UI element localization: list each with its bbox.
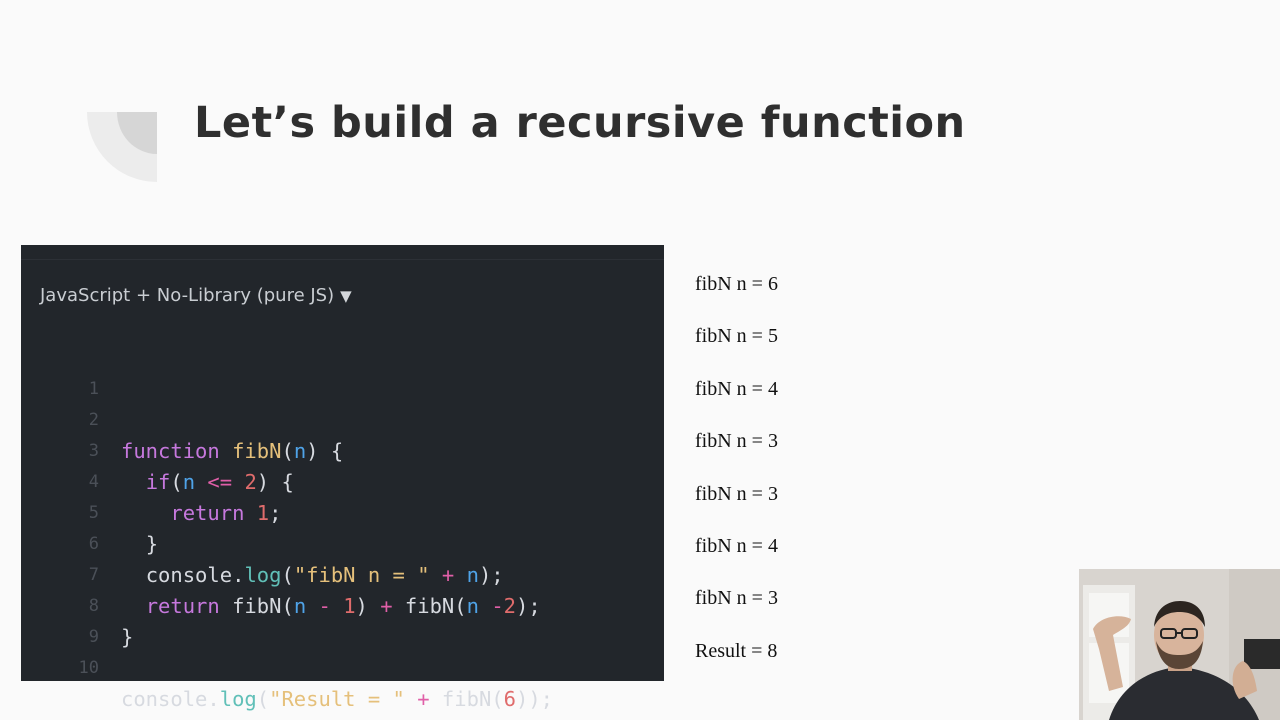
code-text: function fibN(n) { [121,439,344,463]
line-number: 5 [88,503,99,523]
code-text: } [121,625,134,649]
line-number: 7 [88,565,99,585]
code-block: 1 2 function fibN(n) { 3 if(n <= 2) { 4 … [21,343,554,711]
caret-down-icon: ▼ [340,287,352,305]
language-selector[interactable]: JavaScript + No-Library (pure JS) ▼ [40,285,352,306]
line-number: 1 [88,379,99,399]
code-text: console.log("Result = " + fibN(6)); [121,687,554,711]
code-line: 8 } [21,560,134,649]
code-line: 9 [21,591,99,647]
code-text: console.log("fibN n = " + n); [145,563,504,587]
code-line: 5 } [21,467,158,556]
output-line: fibN n = 3 [695,430,778,453]
line-number: 4 [88,472,99,492]
output-result: Result = 8 [695,639,778,662]
line-number: 10 [78,658,99,678]
code-text: return 1; [170,501,282,525]
console-output: fibN n = 6 fibN n = 5 fibN n = 4 fibN n … [695,270,778,689]
slide-title: Let’s build a recursive function [194,98,966,148]
code-line: 2 function fibN(n) { [21,374,343,463]
code-line: 6 console.log("fibN n = " + n); [21,498,504,587]
line-number: 3 [88,441,99,461]
code-text: } [145,532,159,556]
panel-divider [21,259,664,260]
line-number: 2 [88,410,99,430]
code-text: if(n <= 2) { [145,470,294,494]
line-number: 9 [88,627,99,647]
code-line: 3 if(n <= 2) { [21,405,294,494]
code-line: 10 console.log("Result = " + fibN(6)); [21,622,554,711]
presenter-icon [1079,569,1280,720]
output-line: fibN n = 3 [695,587,778,610]
output-line: fibN n = 4 [695,377,778,400]
decorative-logo-icon [87,112,157,182]
output-line: fibN n = 5 [695,325,778,348]
presenter-webcam [1079,569,1280,720]
code-text: return fibN(n - 1) + fibN(n -2); [145,594,541,618]
output-line: fibN n = 6 [695,273,778,295]
language-selector-label: JavaScript + No-Library (pure JS) [40,285,335,306]
line-number: 6 [88,534,99,554]
code-line: 4 return 1; [21,436,282,525]
code-editor-panel: JavaScript + No-Library (pure JS) ▼ 1 2 f… [21,245,664,711]
output-line: fibN n = 3 [695,482,778,505]
output-line: fibN n = 4 [695,534,778,557]
code-line: 7 return fibN(n - 1) + fibN(n -2); [21,529,541,618]
line-number: 8 [88,596,99,616]
code-line: 1 [21,343,99,399]
